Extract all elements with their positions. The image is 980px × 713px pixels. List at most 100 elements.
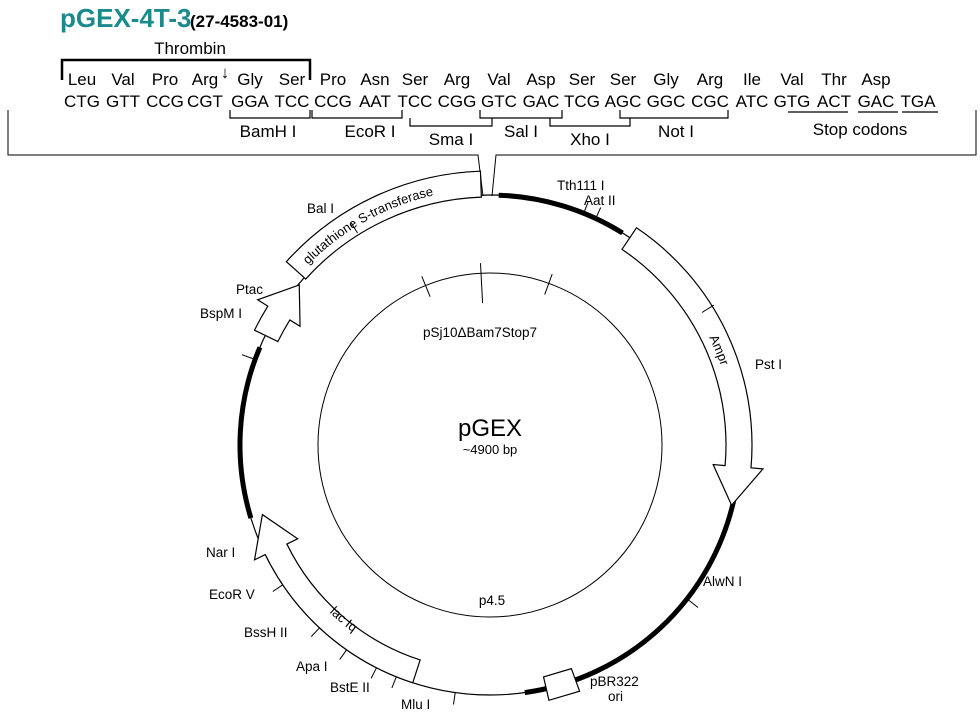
site-tick	[686, 598, 699, 608]
site-mlui: Mlu I	[401, 697, 430, 712]
site-noti: Not I	[658, 122, 694, 141]
ampr-gene-arrow	[621, 226, 765, 507]
site-tick	[310, 627, 320, 637]
amino-acid: Ser	[569, 70, 596, 89]
site-tick	[272, 584, 283, 592]
site-bali: Bal I	[307, 201, 334, 216]
vector-title: pGEX-4T-3	[60, 3, 191, 33]
codon: AGC	[605, 92, 642, 111]
bamhi-bracket	[229, 110, 311, 119]
codon: GAC	[523, 92, 560, 111]
site-psti: Pst I	[755, 357, 782, 372]
backbone-thick-top	[498, 192, 624, 236]
pbr322-ori-label-line1: pBR322	[590, 674, 639, 689]
pbr322-ori-box	[542, 667, 581, 702]
amino-acid: Asp	[861, 70, 890, 89]
amino-acid: Arg	[444, 70, 470, 89]
site-tick	[241, 354, 256, 360]
site-tick	[370, 667, 377, 679]
amino-acid: Ser	[610, 70, 637, 89]
site-ecori: EcoR I	[344, 122, 395, 141]
inner-label-psj10: pSj10ΔBam7Stop7	[423, 325, 537, 340]
amino-acid: Arg	[697, 70, 723, 89]
pbr322-ori-label: pBR322 ori	[590, 674, 643, 704]
site-tick	[595, 207, 602, 219]
amino-acid: Pro	[152, 70, 178, 89]
thrombin-label: Thrombin	[154, 39, 226, 58]
site-smai: Sma I	[429, 130, 473, 149]
amino-acid: Ile	[743, 70, 761, 89]
amino-acid: Val	[111, 70, 134, 89]
ecori-bracket	[311, 110, 403, 119]
laciq-gene-arrow	[253, 513, 421, 684]
thrombin-cleavage-arrow-icon: ↓	[221, 63, 230, 82]
backbone-thick-right	[524, 496, 737, 696]
codon: TCG	[564, 92, 600, 111]
stop-codons-label: Stop codons	[813, 120, 908, 139]
amino-acid: Val	[780, 70, 803, 89]
gst-gene-arrow	[285, 170, 482, 280]
xhoi-bracket	[549, 118, 631, 127]
site-bamhi: BamH I	[240, 122, 297, 141]
site-tick	[339, 649, 348, 660]
ptac-promoter-arrow	[253, 284, 301, 343]
codon: AAT	[359, 92, 391, 111]
site-ticks	[241, 201, 715, 705]
amino-acid: Val	[487, 70, 510, 89]
site-tick	[421, 276, 431, 297]
pbr322-ori-label-line2: ori	[608, 689, 623, 704]
site-tick	[701, 304, 715, 313]
site-sali: Sal I	[504, 122, 538, 141]
inner-circle	[317, 272, 663, 618]
site-apai: Apa I	[296, 659, 328, 674]
codon: TGA	[901, 92, 937, 111]
amino-acid: Thr	[821, 70, 847, 89]
amino-acid: Ser	[402, 70, 429, 89]
amino-acid: Ser	[279, 70, 306, 89]
amino-acid: Arg	[192, 70, 218, 89]
codon: CCG	[314, 92, 352, 111]
site-nari: Nar I	[206, 545, 235, 560]
plasmid-size: ~4900 bp	[463, 442, 518, 457]
amino-acid: Asn	[360, 70, 389, 89]
sali-bracket	[479, 110, 563, 119]
amino-acid: Gly	[237, 70, 263, 89]
amino-acid-row: Leu Val Pro Arg Gly Ser Pro Asn Ser Arg …	[68, 70, 891, 89]
codon: CTG	[64, 92, 100, 111]
site-ecorv: EcoR V	[209, 587, 255, 602]
noti-bracket	[619, 110, 729, 119]
codon: CGG	[438, 92, 477, 111]
site-tick	[391, 676, 397, 689]
amino-acid: Gly	[653, 70, 679, 89]
site-tick	[480, 263, 484, 304]
site-tick	[453, 692, 456, 705]
codon: ACT	[817, 92, 851, 111]
restriction-site-brackets	[229, 110, 938, 127]
amino-acid: Leu	[68, 70, 96, 89]
codon: TCC	[398, 92, 433, 111]
codon: GTT	[106, 92, 140, 111]
codon: CCG	[146, 92, 184, 111]
thrombin-bracket	[60, 58, 312, 80]
site-alwni: AlwN I	[703, 574, 742, 589]
inner-label-p45: p4.5	[479, 593, 505, 608]
site-tick	[583, 201, 589, 214]
ptac-label: Ptac	[236, 282, 263, 297]
codon: CGT	[187, 92, 223, 111]
codon: ATC	[736, 92, 769, 111]
codon: GTG	[774, 92, 811, 111]
codon-row: CTG GTT CCG CGT GGA TCC CCG AAT TCC CGG …	[64, 92, 936, 111]
codon: GGC	[647, 92, 686, 111]
site-bspmi: BspM I	[200, 306, 242, 321]
site-tick	[350, 222, 358, 234]
codon: CGC	[691, 92, 729, 111]
site-bsteii: BstE II	[330, 680, 370, 695]
plasmid-name: pGEX	[458, 415, 522, 442]
backbone-thick-left	[237, 346, 263, 519]
amino-acid: Asp	[526, 70, 555, 89]
site-tick	[544, 273, 553, 295]
site-tth111i: Tth111 I	[557, 178, 605, 193]
codon: GAC	[858, 92, 895, 111]
